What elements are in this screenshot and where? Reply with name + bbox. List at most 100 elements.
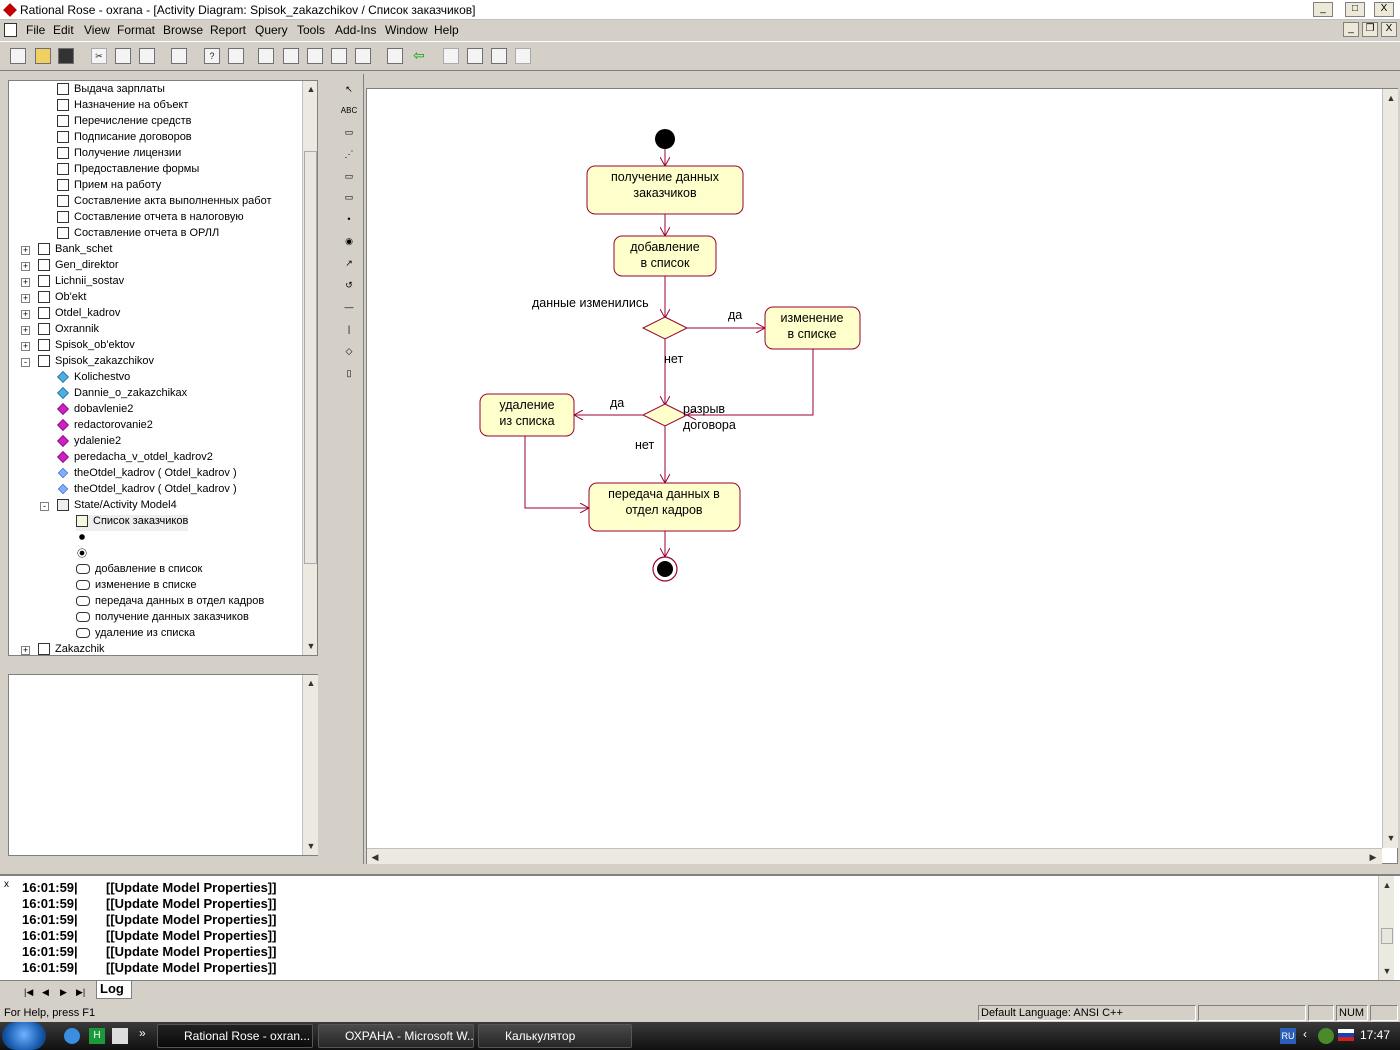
scroll-up-icon[interactable]: ▲ [1382,880,1392,890]
decision-data-changed[interactable] [641,316,689,340]
activity-receive-data[interactable] [586,165,744,215]
minimize-button[interactable]: _ [1313,2,1333,17]
browse-previous-icon[interactable]: ⇦ [413,47,425,63]
menu-browse[interactable]: Browse [163,23,204,37]
transition-icon[interactable]: ↗ [345,258,353,268]
tab-last-icon[interactable]: ▶| [76,987,86,997]
canvas-horizontal-scrollbar[interactable]: ◀ ▶ [367,848,1382,864]
zoom-in-icon[interactable] [443,48,459,64]
tree-expander-icon[interactable]: + [21,277,30,287]
tree-item[interactable]: удаление из списка [76,627,195,643]
menu-format[interactable]: Format [117,23,156,37]
tree-item[interactable]: Предоставление формы [57,163,199,179]
state-icon[interactable]: ▭ [344,171,354,181]
tree-item[interactable]: theOtdel_kadrov ( Otdel_kadrov ) [57,483,237,499]
start-button[interactable] [2,1022,46,1050]
start-state-icon[interactable]: • [347,214,351,224]
tree-item[interactable] [76,547,93,563]
scroll-up-icon[interactable]: ▲ [306,678,316,688]
scroll-right-icon[interactable]: ▶ [1369,852,1377,862]
tree-item[interactable]: Получение лицензии [57,147,181,163]
tab-first-icon[interactable]: |◀ [24,987,34,997]
tree-item[interactable]: peredacha_v_otdel_kadrov2 [57,451,213,467]
tree-item[interactable]: Kolichestvo [57,371,130,387]
tree-expander-icon[interactable]: + [21,645,30,655]
tree-expander-icon[interactable]: + [21,261,30,271]
menu-report[interactable]: Report [210,23,247,37]
tree-item[interactable]: Oxrannik [38,323,99,339]
task-calculator[interactable]: Калькулятор [478,1024,632,1048]
tree-item[interactable]: Spisok_ob'ektov [38,339,135,355]
swimlane-icon[interactable]: ▯ [346,368,352,378]
activity-change-in-list[interactable] [764,306,861,350]
zoom-out-icon[interactable] [467,48,483,64]
quicklaunch-more[interactable]: » [139,1026,146,1040]
tree-item[interactable]: добавление в список [76,563,202,579]
transition-delete-transfer[interactable] [524,436,589,508]
tree-item[interactable]: Подписание договоров [57,131,192,147]
menu-view[interactable]: View [84,23,110,37]
child-close-button[interactable]: X [1381,22,1397,37]
tree-expander-icon[interactable]: - [21,358,30,367]
browse-parent-icon[interactable] [387,48,403,64]
tree-item[interactable]: Составление отчета в ОРЛЛ [57,227,219,243]
menu-addins[interactable]: Add-Ins [335,23,377,37]
decision-icon[interactable]: ◇ [345,346,353,356]
child-restore-button[interactable]: ❐ [1362,22,1378,37]
scroll-down-icon[interactable]: ▼ [306,641,316,651]
tree-item[interactable]: redactorovanie2 [57,419,153,435]
self-transition-icon[interactable]: ↺ [345,280,353,290]
tree-item[interactable]: изменение в списке [76,579,197,595]
tree-item[interactable]: Выдача зарплаты [57,83,165,99]
tree-item[interactable]: Dannie_o_zakazchikax [57,387,187,403]
decision-contract-break[interactable] [641,403,689,427]
activity-icon[interactable]: ▭ [344,192,354,202]
tree-item[interactable]: Otdel_kadrov [38,307,120,323]
undo-fit-icon[interactable] [515,48,531,64]
scroll-down-icon[interactable]: ▼ [1382,966,1392,976]
close-button[interactable]: X [1374,2,1394,17]
tree-expander-icon[interactable]: + [21,293,30,303]
open-icon[interactable] [35,48,51,64]
tree-item[interactable]: Ob'ekt [38,291,86,307]
tree-expander-icon[interactable]: + [21,309,30,319]
task-word[interactable]: ОХРАНА - Microsoft W... [318,1024,474,1048]
doc-scrollbar[interactable]: ▲ ▼ [302,675,318,855]
menu-query[interactable]: Query [255,23,288,37]
print-icon[interactable] [171,48,187,64]
scroll-down-icon[interactable]: ▼ [1386,833,1396,843]
tree-item[interactable]: Назначение на объект [57,99,188,115]
app-quicklaunch-icon[interactable]: H [89,1028,105,1044]
maximize-button[interactable]: □ [1345,2,1365,17]
save-icon[interactable] [58,48,74,64]
tree-item[interactable]: theOtdel_kadrov ( Otdel_kadrov ) [57,467,237,483]
tree-item[interactable]: dobavlenie2 [57,403,133,419]
text-box-icon[interactable]: ABC [340,106,358,115]
scroll-down-icon[interactable]: ▼ [306,841,316,851]
tree-item[interactable]: ydalenie2 [57,435,121,451]
anchor-note-icon[interactable]: ⋰ [344,149,354,159]
context-help-icon[interactable]: ? [204,48,220,64]
menu-help[interactable]: Help [434,23,459,37]
vertical-sync-icon[interactable]: | [347,324,351,334]
interaction-diagram-icon[interactable] [283,48,299,64]
end-state-icon[interactable]: ◉ [345,236,353,246]
tray-expand-icon[interactable]: ‹ [1303,1027,1307,1041]
tree-expander-icon[interactable]: + [21,245,30,255]
menu-window[interactable]: Window [385,23,428,37]
tree-item[interactable]: Список заказчиков [76,515,189,531]
state-diagram-icon[interactable] [355,48,371,64]
scroll-thumb[interactable] [1381,928,1393,944]
canvas-vertical-scrollbar[interactable]: ▲ ▼ [1382,89,1398,848]
menu-edit[interactable]: Edit [53,23,74,37]
tree-item[interactable]: передача данных в отдел кадров [76,595,264,611]
tree-expander-icon[interactable]: + [21,325,30,335]
scroll-thumb[interactable] [304,151,317,564]
tree-item[interactable]: Spisok_zakazchikov [38,355,154,371]
activity-add-to-list[interactable] [613,235,717,277]
horizontal-sync-icon[interactable]: — [344,302,354,312]
component-diagram-icon[interactable] [307,48,323,64]
tab-next-icon[interactable]: ▶ [60,987,67,997]
log-scrollbar[interactable]: ▲ ▼ [1378,876,1394,980]
documentation-panel[interactable]: ▲ ▼ [8,674,318,856]
